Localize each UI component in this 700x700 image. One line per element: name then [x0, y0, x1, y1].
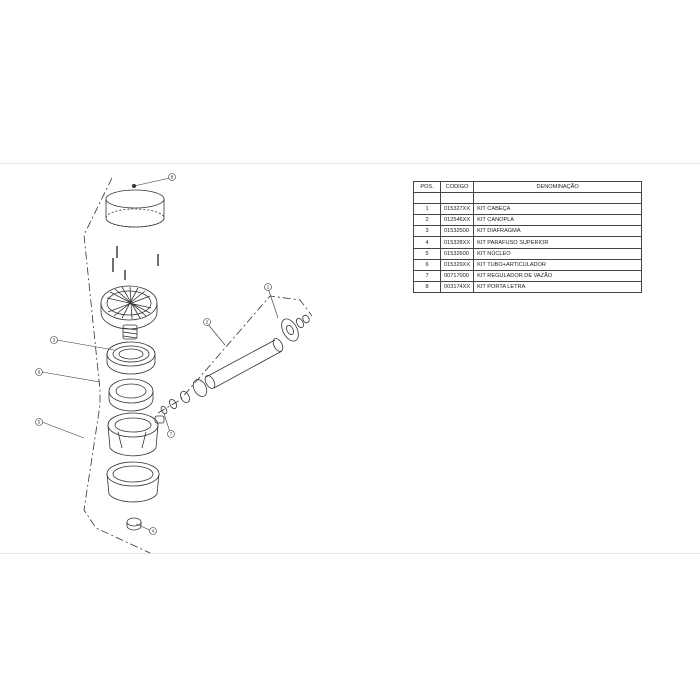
tube-articulator-part [204, 314, 310, 389]
table-cell-code: 015328XX [439, 236, 475, 249]
svg-text:1: 1 [267, 285, 270, 290]
callout-6: 6 [35, 368, 43, 376]
callout-1: 1 [264, 283, 272, 291]
bottom-divider [0, 553, 700, 554]
table-cell-code: 015327XX [439, 203, 475, 216]
table-cell-pos: 8 [413, 280, 441, 293]
table-row: 8 003174XX KIT PORTA LETRA [413, 280, 643, 293]
table-row: 1 015327XX KIT CABEÇA [413, 203, 643, 216]
table-cell-pos: 4 [413, 236, 441, 249]
svg-text:2: 2 [206, 320, 209, 325]
table-cell-name: KIT NÚCLEO [473, 247, 643, 260]
table-row: 7 00717000 KIT REGULADOR DE VAZÃO [413, 269, 643, 282]
svg-text:6: 6 [38, 370, 41, 375]
tube-axis-line [157, 295, 313, 414]
callout-8: 8 [168, 173, 176, 181]
table-cell-name: KIT CANOPLA [473, 214, 643, 227]
canopy-grille-part [100, 285, 158, 330]
body-housing-part [107, 412, 165, 457]
callout-4: 4 [149, 527, 157, 535]
table-row: 5 01532600 KIT NÚCLEO [413, 247, 643, 260]
svg-text:5: 5 [38, 420, 41, 425]
core-ring-part [108, 378, 154, 412]
table-row: 6 015329XX KIT TUBO+ARTICULADOR [413, 258, 643, 271]
table-cell-name: KIT PORTA LETRA [473, 280, 643, 293]
table-cell [473, 192, 643, 205]
parts-list-table: POS. CODIGO DENOMINAÇÃO 1 015327XX KIT C… [413, 180, 643, 293]
table-row: 2 012546XX KIT CANOPLA [413, 214, 643, 227]
table-cell-code: 003174XX [439, 280, 475, 293]
head-cap-part [105, 183, 165, 228]
table-cell-name: KIT TUBO+ARTICULADOR [473, 258, 643, 271]
top-divider [0, 163, 700, 164]
flow-regulator-part [160, 379, 208, 415]
table-cell-name: KIT PARAFUSO SUPERIOR [473, 236, 643, 249]
table-cell [439, 192, 475, 205]
table-cell-pos: 2 [413, 214, 441, 227]
callout-2: 2 [203, 318, 211, 326]
table-cell [413, 192, 441, 205]
table-cell-code: 00717000 [439, 269, 475, 282]
screws-part [112, 246, 159, 280]
nucleus-spring-part [122, 324, 138, 340]
table-cell-code: 01532600 [439, 247, 475, 260]
table-cell-name: KIT DIAFRAGMA [473, 225, 643, 238]
svg-text:4: 4 [152, 529, 155, 534]
svg-text:7: 7 [170, 432, 173, 437]
table-cell-pos: 7 [413, 269, 441, 282]
table-cell-name: KIT REGULADOR DE VAZÃO [473, 269, 643, 282]
table-row: 3 01532500 KIT DIAFRAGMA [413, 225, 643, 238]
table-cell-code: 012546XX [439, 214, 475, 227]
table-row-blank [413, 192, 643, 205]
callout-5: 5 [35, 418, 43, 426]
callout-7: 7 [167, 430, 175, 438]
callout-3: 3 [50, 336, 58, 344]
header-code: CODIGO [439, 180, 475, 194]
table-row: 4 015328XX KIT PARAFUSO SUPERIOR [413, 236, 643, 249]
table-cell-code: 015329XX [439, 258, 475, 271]
table-header-row: POS. CODIGO DENOMINAÇÃO [413, 180, 643, 194]
header-name: DENOMINAÇÃO [473, 180, 643, 194]
bottom-cover-part [106, 461, 160, 503]
svg-text:3: 3 [53, 338, 56, 343]
table-cell-pos: 3 [413, 225, 441, 238]
table-cell-code: 01532500 [439, 225, 475, 238]
letter-holder-part [126, 517, 142, 531]
table-cell-pos: 1 [413, 203, 441, 216]
diaphragm-part [106, 341, 156, 375]
header-pos: POS. [413, 180, 441, 194]
table-cell-name: KIT CABEÇA [473, 203, 643, 216]
svg-text:8: 8 [171, 175, 174, 180]
table-cell-pos: 6 [413, 258, 441, 271]
table-cell-pos: 5 [413, 247, 441, 260]
